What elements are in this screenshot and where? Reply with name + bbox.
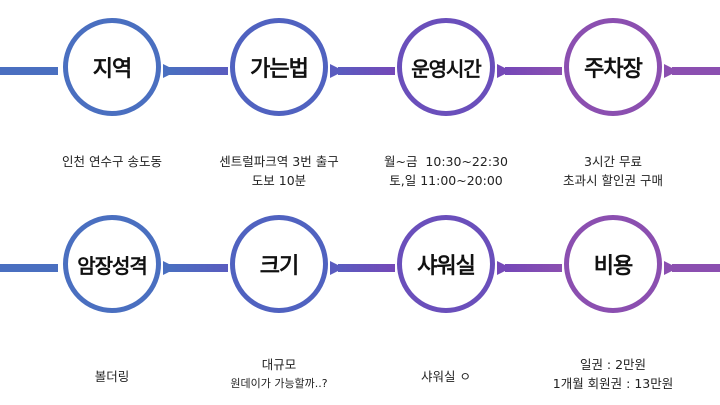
parking-circle: 주차장 — [564, 18, 662, 116]
connector-line — [0, 67, 58, 75]
connector-line — [672, 67, 720, 75]
parking-line: 3시간 무료 — [584, 154, 642, 169]
directions-line: 센트럴파크역 3번 출구 — [219, 154, 339, 169]
arrow-right-icon — [664, 261, 678, 275]
size-title: 크기 — [259, 254, 299, 279]
hours-line: 월~금 10:30~22:30 — [384, 154, 508, 169]
info-row-top: 지역 가는법 운영시간 주차장 — [0, 12, 720, 130]
parking-title: 주차장 — [584, 57, 643, 82]
connector-line — [505, 67, 562, 75]
shower-title: 샤워실 — [417, 254, 476, 279]
arrow-right-icon — [330, 64, 344, 78]
directions-line: 도보 10분 — [251, 173, 307, 188]
hours-description: 월~금 10:30~22:30 토,일 11:00~20:00 — [361, 152, 531, 190]
hours-line: 토,일 11:00~20:00 — [389, 173, 503, 188]
shower-circle: 샤워실 — [397, 215, 495, 313]
gym-type-description: 볼더링 — [27, 367, 197, 386]
connector-line — [168, 264, 228, 272]
cost-description: 일권 : 2만원 1개월 회원권 : 13만원 — [528, 355, 698, 393]
directions-description: 센트럴파크역 3번 출구 도보 10분 — [194, 152, 364, 190]
arrow-right-icon — [163, 64, 177, 78]
region-line: 인천 연수구 송도동 — [62, 154, 162, 169]
connector-line — [338, 67, 395, 75]
directions-title: 가는법 — [250, 57, 309, 82]
size-circle: 크기 — [230, 215, 328, 313]
hours-circle: 운영시간 — [397, 18, 495, 116]
gym-type-circle: 암장성격 — [63, 215, 161, 313]
directions-circle: 가는법 — [230, 18, 328, 116]
connector-line — [168, 67, 228, 75]
info-row-bottom: 암장성격 크기 샤워실 비용 — [0, 209, 720, 327]
region-description: 인천 연수구 송도동 — [27, 152, 197, 171]
shower-description: 샤워실 ㅇ — [361, 367, 531, 386]
arrow-right-icon — [497, 261, 511, 275]
cost-line: 1개월 회원권 : 13만원 — [552, 376, 674, 391]
shower-line: 샤워실 ㅇ — [421, 369, 471, 384]
connector-line — [0, 264, 58, 272]
size-line: 원데이가 가능할까..? — [230, 377, 328, 390]
size-description: 대규모 원데이가 가능할까..? — [194, 355, 364, 393]
cost-circle: 비용 — [564, 215, 662, 313]
arrow-right-icon — [664, 64, 678, 78]
parking-line: 초과시 할인권 구매 — [563, 173, 663, 188]
cost-title: 비용 — [593, 254, 633, 279]
size-line: 대규모 — [261, 357, 297, 372]
connector-line — [338, 264, 395, 272]
gym-type-title: 암장성격 — [77, 253, 148, 278]
hours-title: 운영시간 — [411, 56, 482, 81]
region-title: 지역 — [92, 57, 132, 82]
connector-line — [505, 264, 562, 272]
region-circle: 지역 — [63, 18, 161, 116]
gym-type-line: 볼더링 — [94, 369, 130, 384]
arrow-right-icon — [497, 64, 511, 78]
cost-line: 일권 : 2만원 — [579, 357, 647, 372]
arrow-right-icon — [163, 261, 177, 275]
arrow-right-icon — [330, 261, 344, 275]
parking-description: 3시간 무료 초과시 할인권 구매 — [528, 152, 698, 190]
connector-line — [672, 264, 720, 272]
